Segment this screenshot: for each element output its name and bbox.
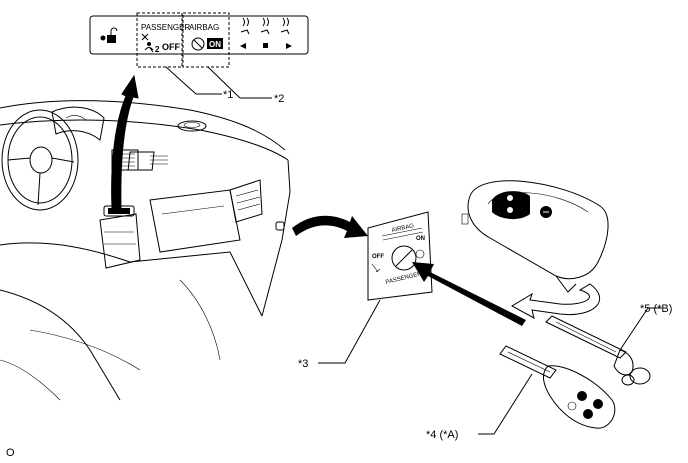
switch-off-label: OFF: [372, 254, 384, 260]
passenger-label: PASSENGER: [141, 23, 190, 32]
airbag-label: AIRBAG: [189, 23, 219, 32]
indicator-panel: PASSENGER 2 OFF AIRBAG ON: [89, 12, 309, 68]
callout-2: *2: [274, 93, 284, 105]
indicator-panel-frame: [89, 15, 309, 55]
remote-key: [499, 345, 616, 429]
mechanical-key: [545, 315, 651, 386]
switch-airbag-label: AIRBAG: [391, 223, 415, 234]
insert-key-arrow: [412, 262, 526, 326]
passenger-seatbelt-icon: [100, 27, 118, 43]
callout-4-leader: [478, 373, 533, 435]
airbag-on-indicator-box: [182, 12, 230, 68]
switch-on-label: ON: [416, 236, 425, 242]
passenger-off-indicator-box: [136, 12, 183, 68]
mechanical-key-removal-arrow: [510, 283, 601, 319]
dashboard-illustration: [0, 100, 291, 401]
callout-3: *3: [298, 358, 308, 370]
airbag-switch-plate: AIRBAG OFF ON PASSENGER: [367, 211, 433, 301]
callout-5: *5 (*B): [640, 303, 672, 315]
dashboard-to-switch-arrow: [292, 215, 368, 238]
key-cylinder: [391, 245, 417, 271]
airbag-off-person-icon: 2: [141, 33, 160, 54]
dashboard-to-panel-arrow: [111, 74, 139, 209]
callout-1: *1: [223, 89, 233, 101]
callout-5-leader: [619, 307, 662, 351]
smart-key-fob: [461, 180, 609, 293]
svg-text:2: 2: [155, 45, 160, 54]
callout-2-leader: [207, 66, 272, 99]
callout-3-leader: [318, 299, 381, 364]
switch-passenger-label: PASSENGER: [385, 271, 423, 286]
dashboard-switch-location: [275, 221, 285, 231]
callout-1-leader: [165, 66, 222, 95]
on-label-badge: [207, 38, 223, 49]
off-label: OFF: [162, 42, 180, 52]
callout-4: *4 (*A): [426, 429, 458, 441]
figure-code: O: [6, 447, 15, 459]
airbag-disabled-icon: [191, 37, 205, 51]
seat-position-icons: [240, 17, 292, 49]
on-label: ON: [209, 40, 221, 49]
